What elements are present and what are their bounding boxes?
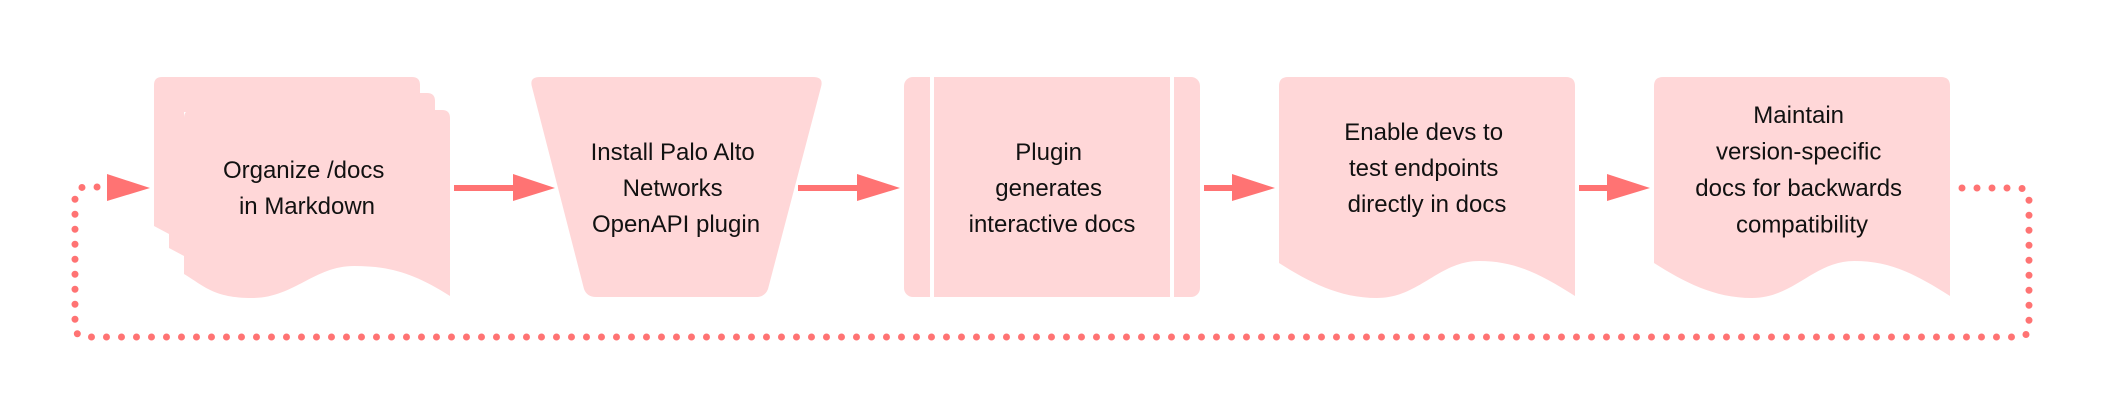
arrowhead	[857, 174, 900, 201]
edge-install-to-generate	[798, 174, 900, 201]
node-generate-label: Plugin generates interactive docs	[969, 139, 1136, 238]
document-shape	[1279, 77, 1575, 298]
node-enable[interactable]: Enable devs to test endpoints directly i…	[1279, 77, 1575, 298]
node-organize-label: Organize /docs in Markdown	[223, 157, 391, 220]
process-shape	[904, 77, 1200, 297]
process-divider-right	[1170, 77, 1174, 297]
node-maintain[interactable]: Maintain version-specific docs for backw…	[1654, 77, 1950, 298]
edge-maintain-to-organize-arrowhead	[107, 174, 150, 201]
document-layer-middle	[169, 93, 435, 256]
edge-organize-to-install	[454, 174, 555, 201]
node-generate[interactable]: Plugin generates interactive docs	[904, 77, 1200, 297]
node-label-line: Plugin	[1015, 139, 1082, 166]
node-label-line: compatibility	[1736, 212, 1868, 239]
node-install-label: Install Palo Alto Networks OpenAPI plugi…	[591, 139, 762, 238]
node-enable-label: Enable devs to test endpoints directly i…	[1344, 119, 1509, 218]
node-label-line: in Markdown	[239, 193, 375, 220]
arrowhead	[1607, 174, 1650, 201]
edge-enable-to-maintain	[1579, 174, 1650, 201]
edge-maintain-to-organize	[71, 183, 2033, 341]
node-label-line: test endpoints	[1349, 155, 1498, 182]
arrowhead	[1232, 174, 1275, 201]
node-label-line: docs for backwards	[1695, 175, 1902, 202]
document-shape	[1654, 77, 1950, 298]
edge-line	[454, 185, 516, 191]
node-label-line: Organize /docs	[223, 157, 384, 184]
node-organize[interactable]: Organize /docs in Markdown	[154, 77, 450, 298]
node-label-line: OpenAPI plugin	[592, 211, 760, 238]
node-maintain-label: Maintain version-specific docs for backw…	[1695, 102, 1908, 239]
edge-line	[798, 185, 860, 191]
node-label-line: version-specific	[1716, 139, 1881, 166]
node-label-line: Maintain	[1753, 102, 1844, 129]
edge-generate-to-enable	[1204, 174, 1275, 201]
node-label-line: Networks	[623, 175, 723, 202]
node-label-line: generates	[995, 175, 1102, 202]
node-label-line: Enable devs to	[1344, 119, 1503, 146]
edge-line	[1204, 185, 1235, 191]
document-layer-front	[184, 110, 450, 298]
trapezoid-shape	[531, 77, 822, 297]
edge-line	[1579, 185, 1610, 191]
node-install[interactable]: Install Palo Alto Networks OpenAPI plugi…	[531, 77, 822, 297]
node-label-line: Install Palo Alto	[591, 139, 755, 166]
node-label-line: directly in docs	[1348, 191, 1507, 218]
node-label-line: interactive docs	[969, 211, 1136, 238]
arrowhead	[513, 174, 555, 201]
process-divider-left	[930, 77, 934, 297]
